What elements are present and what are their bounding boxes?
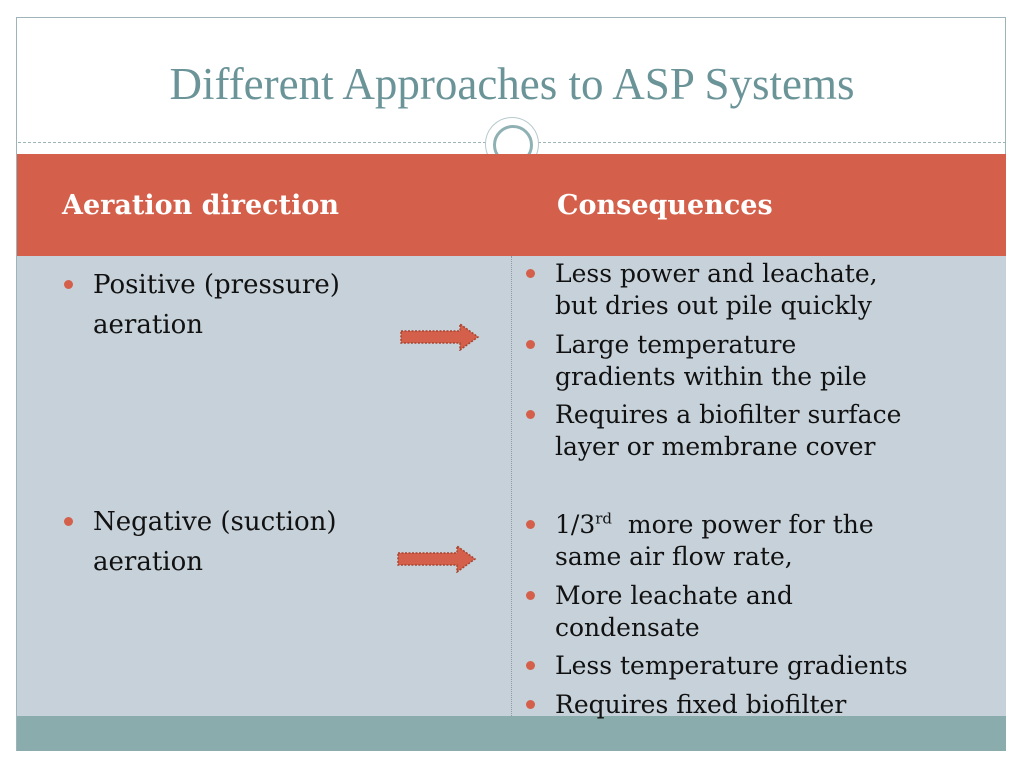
bullet-dot-icon <box>526 661 535 670</box>
list-item-consequence: Less temperature gradients <box>526 650 908 682</box>
list-item-text: Requires fixed biofilter <box>555 690 847 719</box>
list-item-text: condensate <box>555 613 700 642</box>
header-consequences: Consequences <box>557 190 773 221</box>
list-item-text: Negative (suction) <box>93 507 337 537</box>
list-item-text: layer or membrane cover <box>555 432 876 461</box>
list-item-text: 1/3rd more power for the <box>555 509 874 541</box>
list-item-consequence: Less power and leachate, but dries out p… <box>526 258 878 322</box>
list-item-text: aeration <box>93 547 203 577</box>
header-aeration-direction: Aeration direction <box>62 190 339 221</box>
footer-band <box>17 716 1006 751</box>
table-header-row <box>17 154 1006 256</box>
list-item-text: Less power and leachate, <box>555 259 878 288</box>
ordinal-suffix: rd <box>595 509 613 528</box>
bullet-dot-icon <box>526 410 535 419</box>
list-item-text: aeration <box>93 310 203 340</box>
column-divider <box>511 256 512 716</box>
list-item-text: Large temperature <box>555 330 797 359</box>
bullet-dot-icon <box>64 517 73 526</box>
list-item-consequence: Requires a biofilter surface layer or me… <box>526 399 901 463</box>
list-item-text: same air flow rate, <box>555 542 793 571</box>
fraction-text: 1/3 <box>555 510 596 539</box>
slide-title: Different Approaches to ASP Systems <box>169 59 855 109</box>
list-item-text: but dries out pile quickly <box>555 291 872 320</box>
bullet-dot-icon <box>64 280 73 289</box>
list-item-text: Requires a biofilter surface <box>555 400 902 429</box>
bullet-dot-icon <box>526 269 535 278</box>
bullet-dot-icon <box>526 340 535 349</box>
bullet-dot-icon <box>526 591 535 600</box>
list-item-consequence: Large temperature gradients within the p… <box>526 329 867 393</box>
list-item-negative-aeration: Negative (suction) aeration <box>64 502 336 582</box>
bullet-dot-icon <box>526 520 535 529</box>
right-arrow-icon <box>397 545 477 573</box>
list-item-consequence: Requires fixed biofilter <box>526 689 846 721</box>
list-item-positive-aeration: Positive (pressure) aeration <box>64 265 340 345</box>
list-item-text: Less temperature gradients <box>555 651 908 680</box>
right-arrow-icon <box>400 323 480 351</box>
bullet-dot-icon <box>526 700 535 709</box>
list-item-consequence: 1/3rd more power for the same air flow r… <box>526 509 874 573</box>
list-item-consequence: More leachate and condensate <box>526 580 793 644</box>
list-item-text-rest: more power for the <box>612 510 874 539</box>
list-item-text: More leachate and <box>555 581 793 610</box>
list-item-text: Positive (pressure) <box>93 270 340 300</box>
list-item-text: gradients within the pile <box>555 362 867 391</box>
